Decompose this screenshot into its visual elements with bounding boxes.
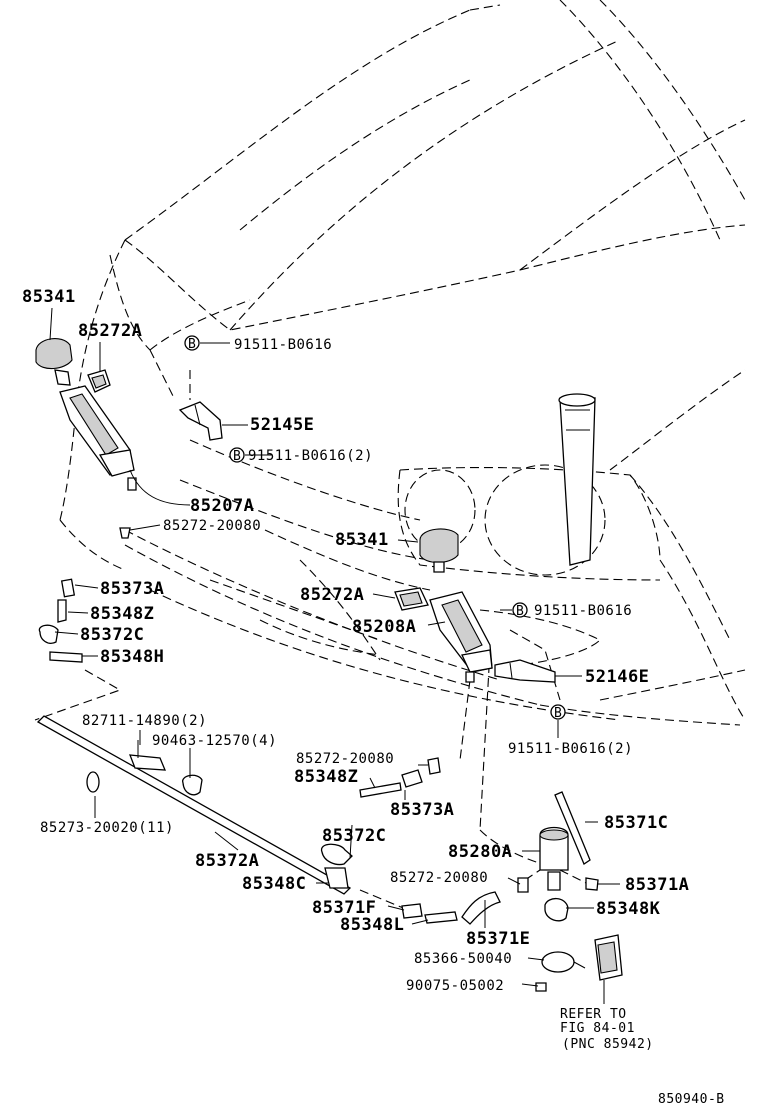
part-label: 85373A (100, 579, 164, 599)
part-label: 85371A (625, 875, 689, 895)
right-washer-assembly (394, 528, 556, 683)
main-hose (36, 715, 352, 895)
part-label: 85272A (78, 321, 142, 341)
part-label: 91511-B0616(2) (248, 448, 373, 464)
washer-tank-filler (558, 393, 596, 566)
bolt-marker-icon: B (512, 602, 528, 619)
part-label: 90463-12570(4) (152, 733, 277, 749)
mid-hoses (320, 757, 501, 925)
part-label: 85372C (80, 625, 144, 645)
part-label: 85208A (352, 617, 416, 637)
bolt-marker-icon: B (550, 704, 566, 721)
part-label: 85341 (22, 287, 76, 307)
part-label: 85280A (448, 842, 512, 862)
diagram-id: 850940-B (658, 1092, 725, 1107)
svg-text:B: B (554, 706, 562, 721)
reference-line-3: (PNC 85942) (562, 1037, 654, 1052)
part-label: 85272-20080 (390, 870, 488, 886)
pump-assembly (517, 791, 623, 992)
reference-note: REFER TO FIG 84-01 (PNC 85942) (560, 1007, 654, 1052)
part-label: 85371C (604, 813, 668, 833)
part-labels: 85341 85272A 91511-B0616 52145E 91511-B0… (22, 287, 689, 994)
svg-text:B: B (516, 604, 524, 619)
part-label: 82711-14890(2) (82, 713, 207, 729)
part-label: 85341 (335, 530, 389, 550)
svg-text:B: B (233, 449, 241, 464)
left-washer-assembly (35, 338, 137, 663)
part-label: 85348K (596, 899, 661, 919)
part-label: 85372C (322, 826, 386, 846)
part-label: 85273-20020(11) (40, 820, 174, 836)
part-label: 85371F (312, 898, 376, 918)
part-label: 85348C (242, 874, 306, 894)
reference-line-1: REFER TO (560, 1007, 627, 1022)
part-label: 85371E (466, 929, 530, 949)
part-label: 85207A (190, 496, 254, 516)
part-label: 85348H (100, 647, 164, 667)
part-label: 52146E (585, 667, 649, 687)
part-label: 85372A (195, 851, 259, 871)
part-label: 85366-50040 (414, 951, 512, 967)
part-label: 91511-B0616 (534, 603, 632, 619)
left-bracket (178, 401, 223, 441)
leader-lines (49, 307, 620, 1004)
part-label: 52145E (250, 415, 314, 435)
part-label: 85272A (300, 585, 364, 605)
svg-text:B: B (188, 337, 196, 352)
part-label: 85348Z (90, 604, 154, 624)
part-label: 85348Z (294, 767, 358, 787)
part-label: 85373A (390, 800, 454, 820)
part-label: 90075-05002 (406, 978, 504, 994)
part-label: 91511-B0616 (234, 337, 332, 353)
part-label: 85272-20080 (163, 518, 261, 534)
bolt-marker-icon: B (184, 335, 200, 352)
part-label: 85348L (340, 915, 404, 935)
part-label: 91511-B0616(2) (508, 741, 633, 757)
bolt-markers: B B B B (184, 335, 566, 721)
bolt-marker-icon: B (229, 447, 245, 464)
reference-line-2: FIG 84-01 (560, 1021, 635, 1036)
part-label: 85272-20080 (296, 751, 394, 767)
